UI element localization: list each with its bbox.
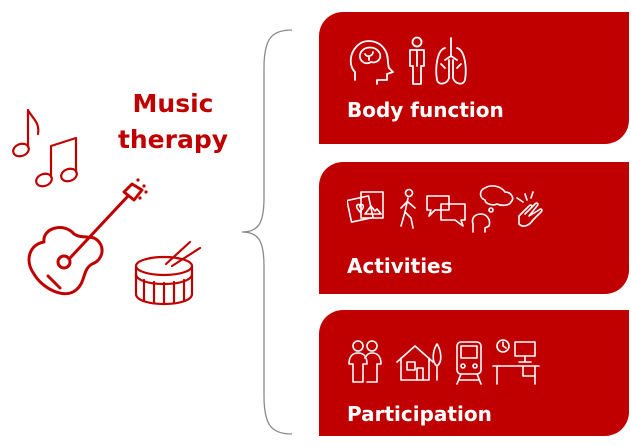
drum-icon bbox=[134, 240, 202, 306]
photos-icon bbox=[347, 191, 384, 223]
title-line-2: therapy bbox=[117, 125, 229, 154]
activities-card: Activities bbox=[319, 162, 629, 294]
human-figure-icon bbox=[409, 36, 425, 85]
music-therapy-title: Music therapy bbox=[103, 86, 243, 158]
hands-gesture-icon bbox=[516, 191, 543, 227]
body-function-card: Body function bbox=[319, 12, 629, 144]
music-notes-icon bbox=[12, 108, 78, 188]
activities-icons bbox=[347, 184, 547, 234]
chat-bubbles-icon bbox=[426, 195, 466, 227]
guitar-icon bbox=[27, 178, 148, 296]
body-function-icons bbox=[347, 36, 507, 86]
curly-brace-connector bbox=[241, 29, 293, 435]
train-icon bbox=[456, 341, 482, 385]
body-function-label: Body function bbox=[347, 98, 504, 122]
walking-person-icon bbox=[400, 188, 416, 229]
couple-icon bbox=[348, 340, 382, 383]
activities-label: Activities bbox=[347, 254, 453, 278]
house-icon bbox=[396, 343, 442, 381]
desk-workstation-icon bbox=[492, 339, 540, 385]
participation-icons bbox=[347, 338, 547, 388]
participation-label: Participation bbox=[347, 402, 492, 426]
lungs-icon bbox=[435, 37, 467, 85]
thinking-head-icon bbox=[471, 185, 514, 233]
title-line-1: Music bbox=[132, 89, 214, 118]
brain-head-icon bbox=[349, 40, 394, 85]
participation-card: Participation bbox=[319, 310, 629, 436]
